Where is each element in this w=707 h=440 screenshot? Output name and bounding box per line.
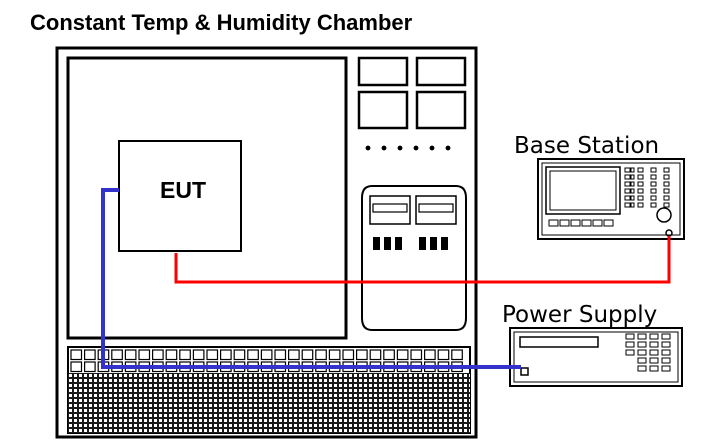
display-window: [357, 90, 409, 130]
base-station-label: Base Station: [514, 133, 659, 159]
power-supply-keypad: [625, 333, 671, 372]
chamber-outer-frame: [55, 46, 478, 439]
base-station-instrument: [537, 158, 685, 240]
display-window: [357, 56, 409, 87]
base-station-softkeys: [548, 219, 614, 227]
power-cable: [101, 188, 521, 369]
controller-housing: [361, 185, 467, 331]
diagram-title: Constant Temp & Humidity Chamber: [30, 10, 413, 35]
chamber-door: [66, 56, 348, 340]
power-supply-label: Power Supply: [502, 302, 657, 328]
indicator-lights: [365, 145, 451, 151]
controller-buttons: [373, 237, 448, 250]
eut-device: EUT: [118, 140, 242, 252]
chamber: [55, 46, 478, 439]
eut-label: EUT: [160, 177, 206, 203]
control-panel: [357, 56, 467, 331]
base-station-keypad: [624, 167, 670, 208]
vent-grille: [67, 346, 471, 434]
display-window: [415, 56, 467, 87]
rf-cable: [174, 236, 671, 284]
base-station-knob: [656, 207, 672, 223]
power-supply-instrument: [509, 327, 683, 387]
display-window: [415, 90, 467, 130]
power-supply-output-port: [520, 367, 529, 376]
